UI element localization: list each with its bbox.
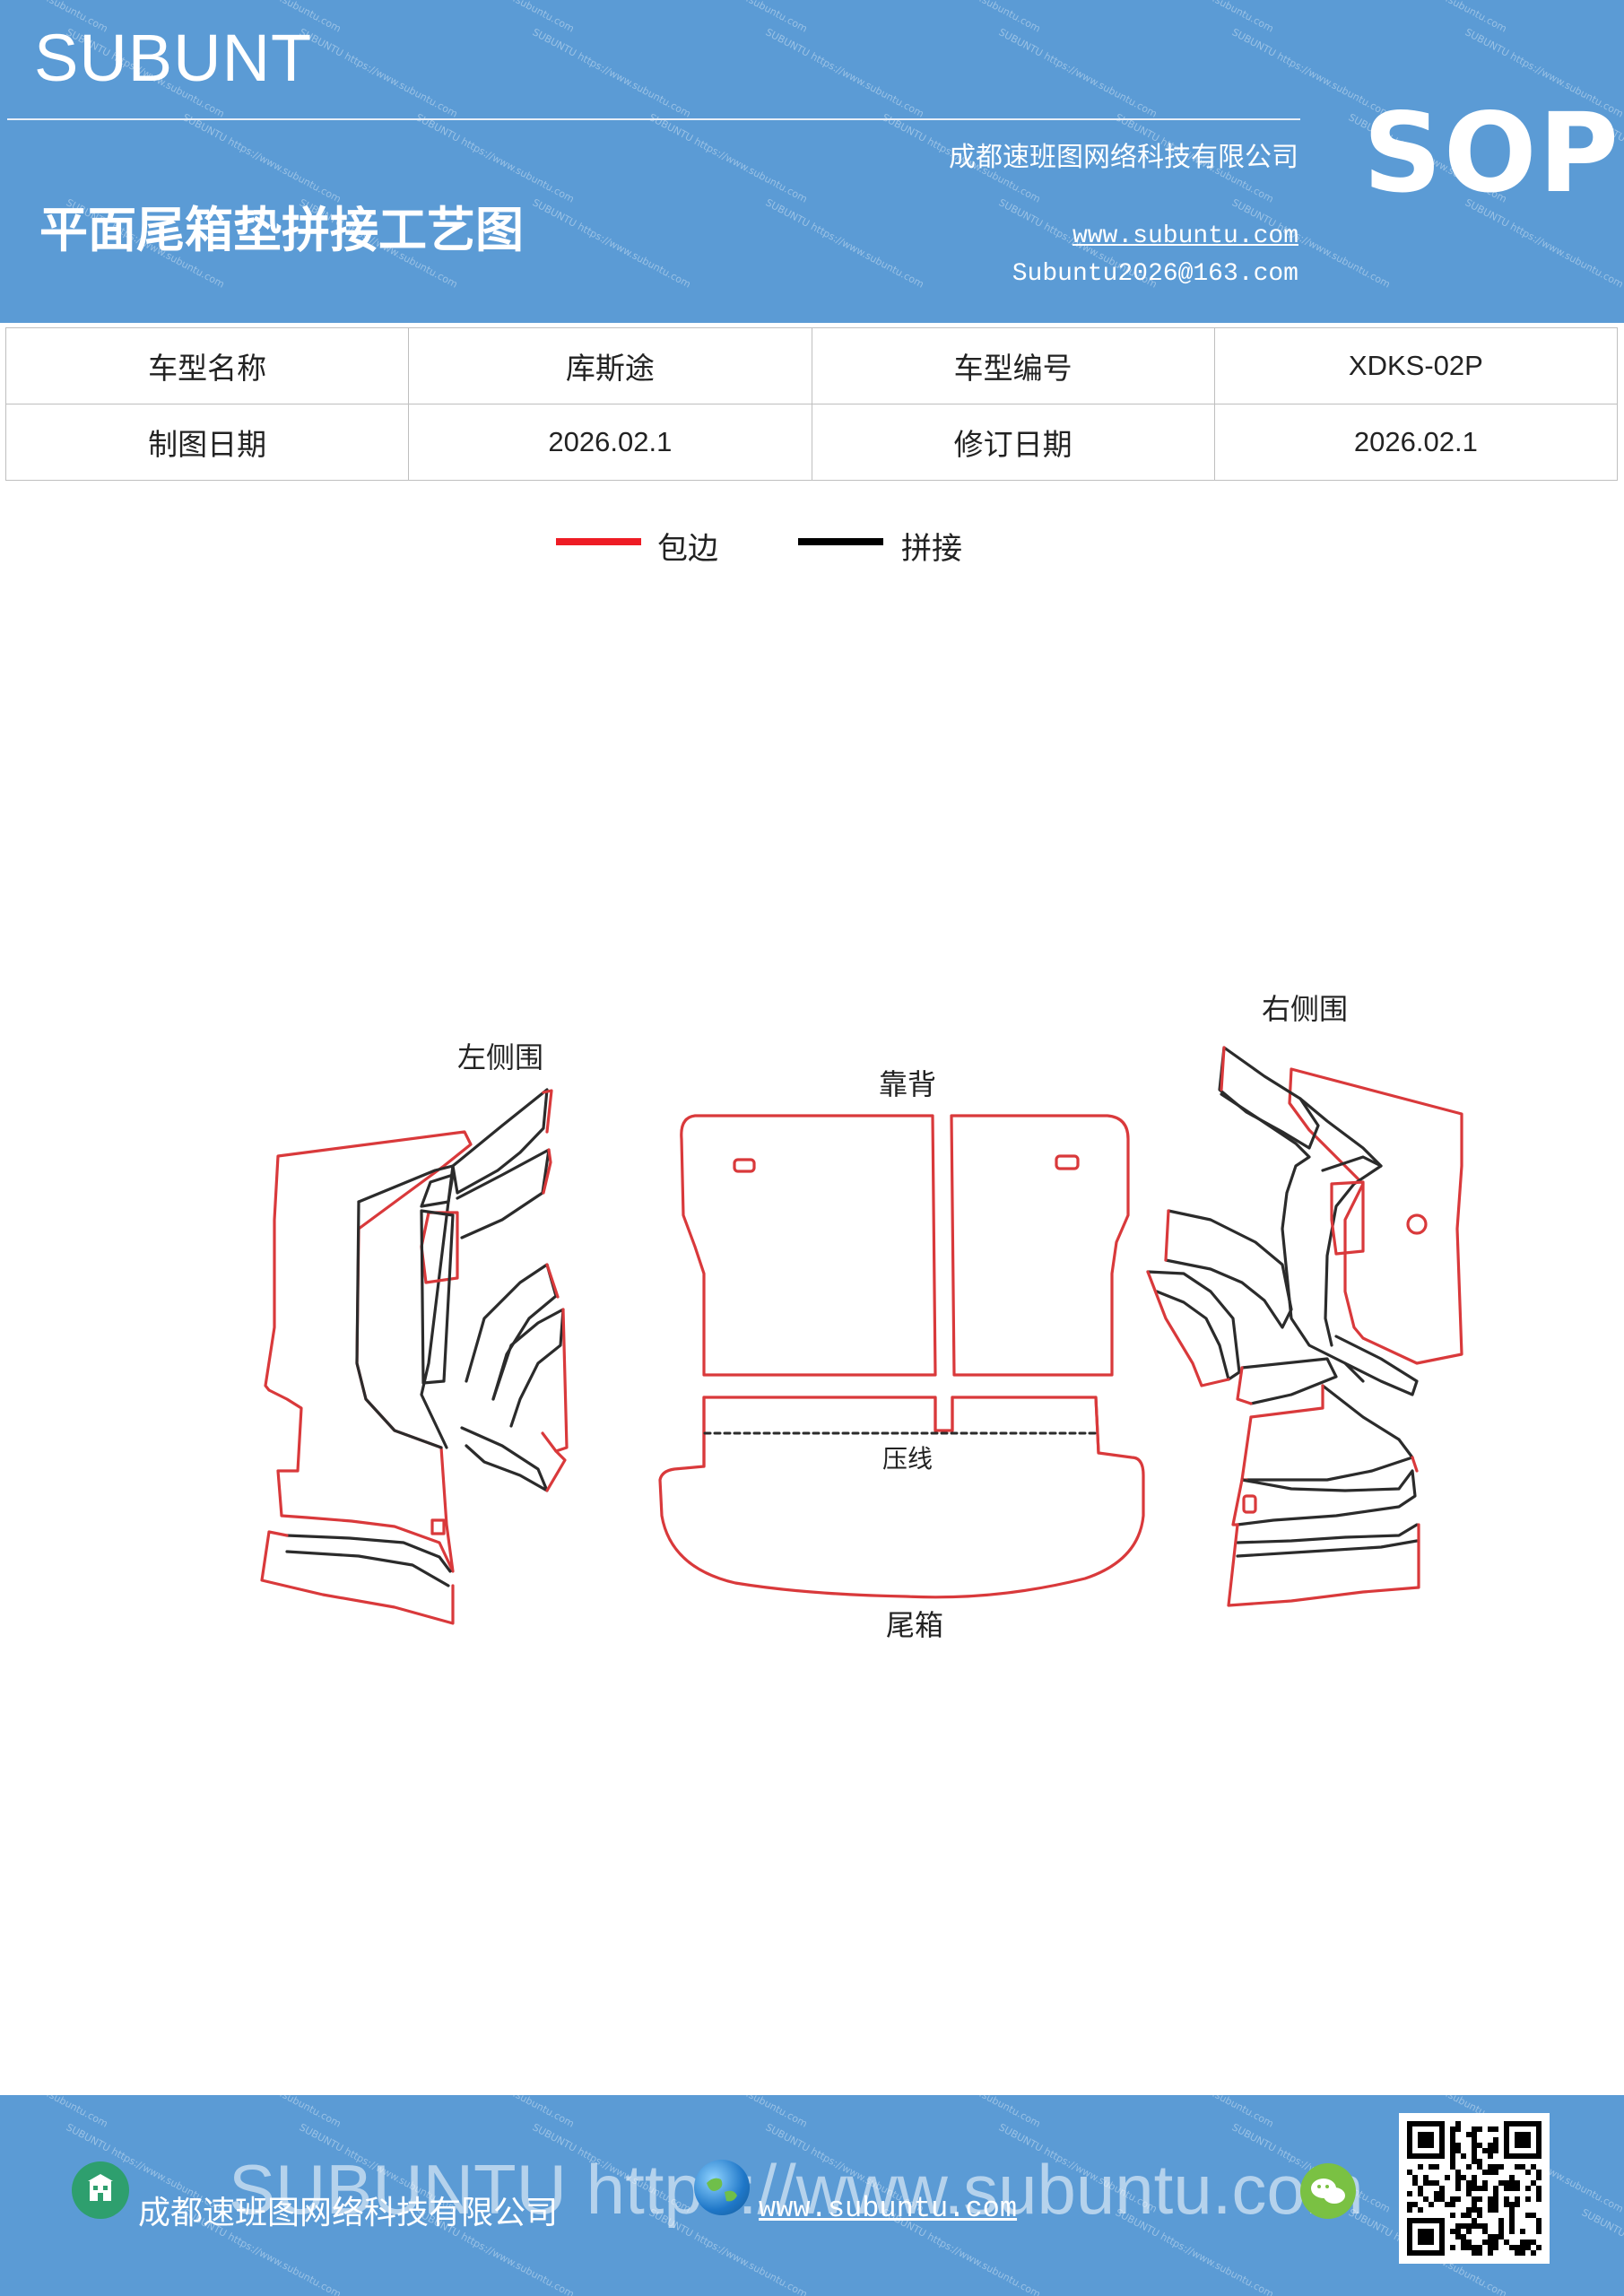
left-side-panel: [260, 1088, 569, 1625]
seat-back-left: [680, 1114, 937, 1377]
right-window-opening: [1330, 1180, 1365, 1256]
watermark-text: SUBUNTU https://www.subuntu.com: [647, 2095, 809, 2130]
seat-back-left-hole: [733, 1158, 756, 1173]
brand-logo: SUBUNT: [34, 21, 313, 95]
table-cell: 2026.02.1: [408, 404, 812, 481]
watermark-text: SUBUNTU https://www.subuntu.com: [1113, 2095, 1275, 2130]
right-bottom-strip: [1227, 1523, 1420, 1607]
seat-back-right: [950, 1114, 1130, 1377]
trunk-outline: [658, 1396, 1145, 1599]
table-cell: XDKS-02P: [1213, 327, 1619, 404]
table-row: 制图日期 2026.02.1 修订日期 2026.02.1: [4, 404, 1619, 481]
website-link[interactable]: www.subuntu.com: [1072, 222, 1298, 250]
watermark-text: SUBUNTU https://www.subuntu.com: [1579, 2206, 1624, 2296]
label-left-side: 左侧围: [457, 1040, 543, 1074]
legend-label-seam: 拼接: [901, 531, 962, 567]
legend-swatch-edge: [556, 538, 641, 545]
sop-badge: SOP: [1363, 90, 1620, 217]
wechat-icon[interactable]: [1300, 2163, 1356, 2219]
watermark-text: SUBUNTU https://www.subuntu.com: [880, 2095, 1042, 2130]
right-panel-hole: [1406, 1213, 1428, 1235]
table-cell: 2026.02.1: [1213, 404, 1619, 481]
label-seat-back: 靠背: [879, 1067, 936, 1101]
table-cell: 修订日期: [811, 404, 1215, 481]
email-address[interactable]: Subuntu2026@163.com: [1012, 260, 1298, 288]
watermark-text: SUBUNTU https://www.subuntu.com: [0, 2095, 109, 2130]
watermark-text: SUBUNTU https://www.subuntu.com: [1579, 2095, 1624, 2130]
globe-icon: [694, 2160, 750, 2215]
legend-swatch-seam: [798, 538, 883, 545]
right-panel-outline: [1288, 1067, 1463, 1365]
table-cell: 车型编号: [811, 327, 1215, 404]
watermark-text: SUBUNTU https://www.subuntu.com: [413, 2095, 576, 2130]
table-cell: 车型名称: [4, 327, 410, 404]
left-pillar-strip: [420, 1209, 455, 1385]
vehicle-info-table: 车型名称 库斯途 车型编号 XDKS-02P 制图日期 2026.02.1 修订…: [4, 327, 1619, 481]
footer-company-name: 成都速班图网络科技有限公司: [138, 2195, 559, 2231]
header-divider: [7, 118, 1300, 120]
right-small-hole: [1242, 1494, 1257, 1514]
table-cell: 制图日期: [4, 404, 410, 481]
seat-back-panel: [680, 1114, 1130, 1377]
watermark-text: SUBUNTU https://www.subuntu.com: [180, 2095, 343, 2130]
legend: 包边 拼接: [0, 529, 1624, 574]
label-right-side: 右侧围: [1262, 992, 1348, 1026]
table-row: 车型名称 库斯途 车型编号 XDKS-02P: [4, 327, 1619, 404]
footer-watermark-text: SUBUNTU https://www.subuntu.com: [229, 2150, 1364, 2229]
legend-label-edge: 包边: [657, 531, 718, 567]
label-trunk: 尾箱: [886, 1608, 943, 1642]
trunk-panel: [658, 1396, 1145, 1599]
left-bottom-strip: [260, 1530, 455, 1625]
building-icon: [72, 2161, 129, 2219]
footer-website-link[interactable]: www.subuntu.com: [759, 2192, 1018, 2225]
qr-code[interactable]: [1399, 2113, 1550, 2264]
document-title: 平面尾箱垫拼接工艺图: [39, 201, 524, 258]
table-cell: 库斯途: [408, 327, 812, 404]
company-name: 成都速班图网络科技有限公司: [949, 142, 1298, 173]
label-crease: 压线: [882, 1444, 933, 1474]
right-side-panel: [1146, 1046, 1463, 1607]
seat-back-right-hole: [1055, 1154, 1080, 1170]
